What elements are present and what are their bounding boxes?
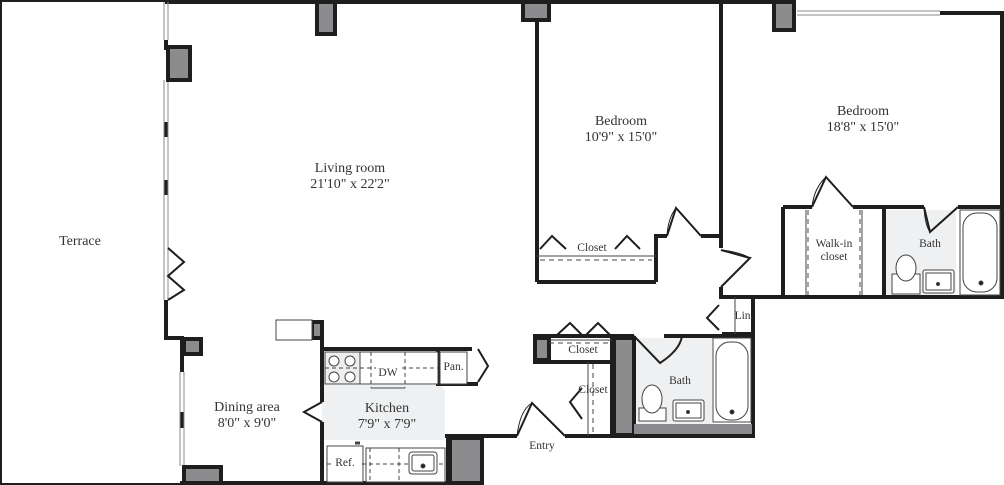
room-name: Kitchen <box>364 401 410 416</box>
closet-lines <box>537 210 863 436</box>
columns <box>166 0 796 485</box>
room-label-kitchen: Kitchen 7'9" x 7'9" <box>344 401 430 433</box>
label-closet-bedroom: Closet <box>570 242 614 256</box>
room-name: Bedroom <box>836 104 890 119</box>
room-label-dining-area: Dining area 8'0" x 9'0" <box>202 400 292 432</box>
terrace-outline <box>0 0 182 485</box>
kitchen-fixtures <box>275 319 468 483</box>
room-name: Walk-in <box>815 238 853 250</box>
room-dimensions: 18'8" x 15'0" <box>826 120 900 136</box>
room-label-bedroom-1: Bedroom 10'9" x 15'0" <box>568 114 674 146</box>
label-entry: Entry <box>529 440 555 452</box>
room-label-bath-1: Bath <box>660 375 700 388</box>
room-dimensions: 21'10" x 22'2" <box>310 177 390 193</box>
room-label-living-room: Living room 21'10" x 22'2" <box>290 161 410 193</box>
door-swings <box>166 175 959 437</box>
room-name: Bath <box>919 238 941 250</box>
label-linen: Lin. <box>734 310 754 322</box>
label-pantry: Pan. <box>443 361 464 373</box>
room-label-bath-2: Bath <box>910 238 950 251</box>
room-label-bedroom-2: Bedroom 18'8" x 15'0" <box>810 104 916 136</box>
room-label-terrace: Terrace <box>48 234 112 250</box>
bath-fixtures <box>638 209 1001 423</box>
room-dimensions: 8'0" x 9'0" <box>217 416 277 432</box>
room-name: Living room <box>314 161 386 176</box>
label-dishwasher: DW <box>376 367 400 381</box>
windows <box>163 2 940 466</box>
room-name: Bath <box>669 375 691 387</box>
room-dimensions: 10'9" x 15'0" <box>584 130 658 146</box>
room-name: Dining area <box>214 400 280 415</box>
room-name: Bedroom <box>594 114 648 129</box>
label-closet-hall: Closet <box>568 344 598 356</box>
room-label-walk-in-closet: Walk-in closet <box>808 238 860 264</box>
room-name-line2: closet <box>820 251 848 264</box>
label-refrigerator: Ref. <box>331 457 359 471</box>
label-closet-entry: Closet <box>578 384 608 396</box>
room-name: Terrace <box>59 234 101 249</box>
room-dimensions: 7'9" x 7'9" <box>357 417 417 433</box>
